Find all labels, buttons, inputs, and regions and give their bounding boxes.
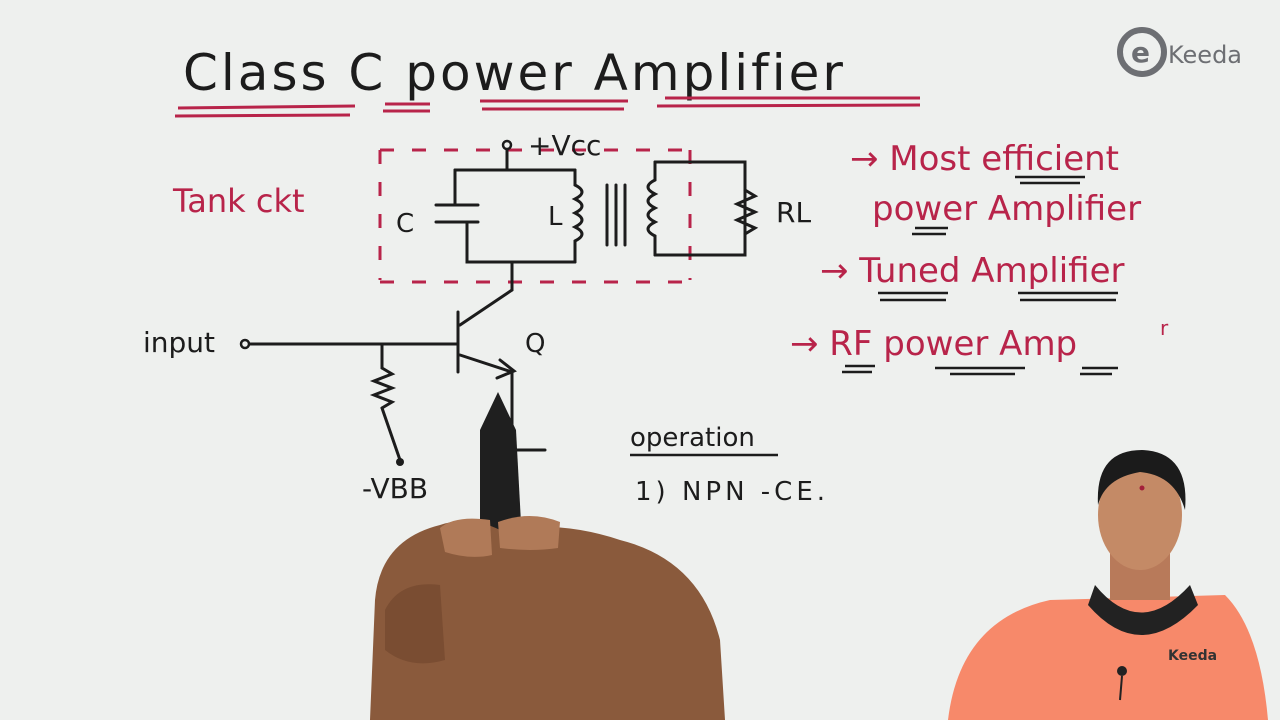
note-line-1: → Most efficient [850, 139, 1119, 179]
hand-with-marker-icon [370, 392, 725, 720]
shirt-logo-text: Keeda [1168, 648, 1217, 664]
note-line-4: → RF power Amp [790, 324, 1077, 364]
transistor-label: Q [525, 329, 545, 359]
note-line-2: power Amplifier [872, 189, 1141, 229]
input-label: input [143, 326, 215, 359]
tank-dashed-box [378, 148, 692, 284]
inductor-label: L [548, 202, 563, 232]
presenter-person-icon: Keeda [948, 450, 1268, 720]
load-label: RL [776, 196, 811, 229]
operation-heading: operation [630, 423, 755, 453]
title-underlines [174, 96, 921, 118]
note-superscript: r [1160, 316, 1169, 340]
logo-text: Keeda [1168, 41, 1242, 69]
note-line-3: → Tuned Amplifier [820, 251, 1124, 291]
vbb-terminal [396, 458, 404, 466]
tank-circuit [434, 148, 759, 292]
board-title: Class C power Amplifier [183, 44, 846, 102]
input-terminal [239, 338, 251, 350]
vcc-terminal [501, 139, 513, 151]
transistor-circuit [248, 288, 547, 462]
logo-letter: e [1131, 36, 1150, 69]
tank-label: Tank ckt [172, 182, 305, 220]
vbb-label: -VBB [362, 472, 428, 505]
ekeeda-logo-icon: e Keeda [1117, 27, 1242, 77]
operation-point: 1) NPN -CE. [635, 477, 829, 507]
vcc-label: +Vcc [528, 129, 601, 162]
capacitor-label: C [396, 209, 414, 239]
note-underlines [842, 175, 1118, 376]
